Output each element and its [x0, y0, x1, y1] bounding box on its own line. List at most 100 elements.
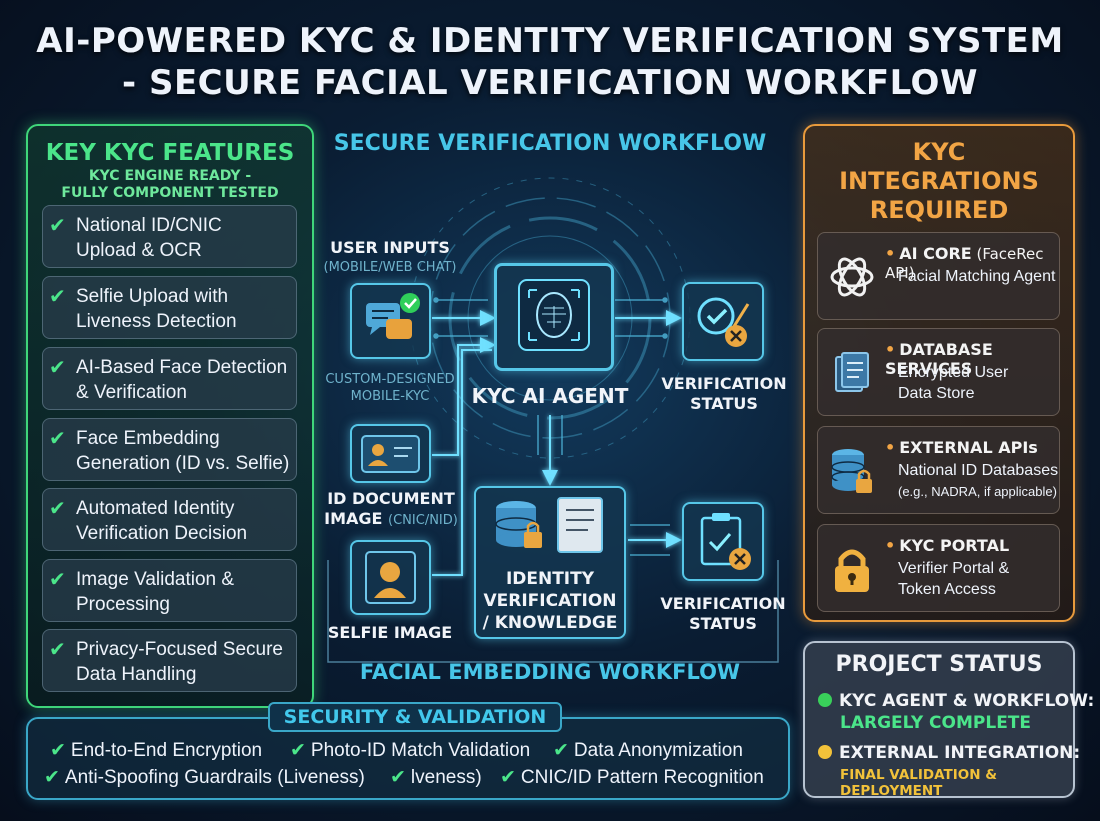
status-item-1-head-text: KYC AGENT & WORKFLOW:	[839, 691, 1095, 711]
kyc-ai-agent-label: KYC AI AGENT	[471, 384, 629, 408]
feature-line-1: AI-Based Face Detection	[76, 357, 288, 378]
feature-line-2: Verification Decision	[76, 523, 248, 544]
check-cross-status-icon	[697, 297, 750, 347]
integration-desc-1: Facial Matching Agent	[898, 268, 1056, 285]
security-item-text: lveness)	[410, 767, 482, 788]
security-item-text: CNIC/ID Pattern Recognition	[520, 767, 764, 788]
chat-bubble-icon	[366, 293, 420, 339]
title-line-2: - SECURE FACIAL VERIFICATION WORKFLOW	[122, 63, 978, 103]
status-item-2-head-text: EXTERNAL INTEGRATION:	[839, 743, 1081, 763]
feature-line-2: Data Handling	[76, 664, 197, 685]
subtitle-line-1: KYC ENGINE READY -	[88, 168, 252, 184]
security-item: ✔lveness)	[390, 766, 482, 789]
id-doc-line-1: ID DOCUMENT	[327, 489, 455, 508]
user-inputs-sub: (MOBILE/WEB CHAT)	[323, 260, 457, 275]
feature-line-2: Generation (ID vs. Selfie)	[76, 453, 290, 474]
security-item: ✔Data Anonymization	[553, 739, 743, 762]
check-icon: ✔	[390, 767, 406, 788]
integration-head-light: (FaceRec API)	[885, 245, 1044, 282]
page-title: AI-POWERED KYC & IDENTITY VERIFICATION S…	[0, 20, 1100, 104]
subtitle-line-2: FULLY COMPONENT TESTED	[61, 185, 279, 201]
id-doc-line-2: IMAGE	[324, 509, 389, 528]
verification-status-node-1	[682, 282, 764, 361]
selfie-label: SELFIE IMAGE	[327, 623, 453, 642]
integration-head: DATABASE SERVICES	[885, 340, 993, 378]
verification-status-1-line-2: STATUS	[690, 394, 758, 413]
key-features-subtitle: KYC ENGINE READY - FULLY COMPONENT TESTE…	[26, 168, 314, 202]
feature-line-1: Selfie Upload with	[76, 286, 229, 307]
user-inputs-label: USER INPUTS (MOBILE/WEB CHAT)	[320, 238, 460, 278]
identity-line-2: VERIFICATION	[483, 591, 617, 611]
chat-input-node	[350, 283, 431, 359]
security-item: ✔Photo-ID Match Validation	[290, 739, 530, 762]
check-icon: ✔	[49, 498, 66, 520]
security-item: ✔End-to-End Encryption	[50, 739, 262, 762]
padlock-icon	[835, 549, 869, 592]
green-status-dot	[818, 693, 832, 707]
check-icon: ✔	[49, 639, 66, 661]
status-item-2-head: EXTERNAL INTEGRATION:	[818, 743, 1080, 763]
clipboard-check-icon	[700, 513, 751, 570]
integrations-title-line-2: INTEGRATIONS	[839, 167, 1039, 195]
integrations-title-line-3: REQUIRED	[869, 196, 1009, 224]
id-card-icon	[361, 435, 420, 473]
title-line-1: AI-POWERED KYC & IDENTITY VERIFICATION S…	[36, 21, 1064, 61]
status-item-2-value: FINAL VALIDATION & DEPLOYMENT	[840, 767, 997, 799]
integration-desc-2: Token Access	[898, 581, 996, 598]
database-document-icon	[495, 497, 603, 553]
database-lock-icon	[831, 449, 872, 493]
integration-item-kyc-portal: •KYC PORTAL Verifier Portal &Token Acces…	[817, 524, 1060, 612]
check-icon: ✔	[500, 767, 516, 788]
security-item: ✔Anti-Spoofing Guardrails (Liveness)	[44, 766, 365, 789]
yellow-status-dot	[818, 745, 832, 759]
integration-item-ai-core: •AI CORE (FaceRec API) Facial Matching A…	[817, 232, 1060, 320]
check-icon: ✔	[553, 740, 569, 761]
openai-knot-icon	[830, 257, 874, 297]
id-doc-line-2-sub: (CNIC/NID)	[388, 513, 458, 528]
facial-workflow-title: FACIAL EMBEDDING WORKFLOW	[359, 660, 741, 684]
integration-desc-2: (e.g., NADRA, if applicable)	[898, 484, 1057, 499]
selfie-face-icon	[365, 551, 416, 604]
integrations-title: KYC INTEGRATIONS REQUIRED	[803, 138, 1075, 225]
security-item-text: Data Anonymization	[573, 740, 743, 761]
check-icon: ✔	[49, 215, 66, 237]
custom-mobile-kyc-label: CUSTOM-DESIGNED MOBILE-KYC	[320, 371, 460, 405]
feature-line-2: & Verification	[76, 382, 187, 403]
integration-item-external-apis: •EXTERNAL APIs National ID Databases(e.g…	[817, 426, 1060, 514]
id-document-label: ID DOCUMENT IMAGE (CNIC/NID)	[316, 489, 466, 531]
feature-line-1: Automated Identity	[76, 498, 235, 519]
verification-status-2-line-1: VERIFICATION	[660, 594, 786, 613]
custom-line-1: CUSTOM-DESIGNED	[325, 372, 455, 387]
project-status-panel	[803, 641, 1075, 798]
security-item-text: End-to-End Encryption	[70, 740, 263, 761]
check-icon: ✔	[49, 286, 66, 308]
status-item-1-value: LARGELY COMPLETE	[840, 713, 1032, 733]
verification-status-label-2: VERIFICATION STATUS	[655, 594, 791, 634]
integration-head: EXTERNAL APIs	[899, 438, 1038, 457]
custom-line-2: MOBILE-KYC	[350, 389, 430, 404]
integration-head: AI CORE	[899, 244, 972, 263]
check-icon: ✔	[50, 740, 66, 761]
integration-desc-1: Encrypted User	[898, 364, 1009, 381]
key-features-title: KEY KYC FEATURES	[45, 140, 295, 166]
workflow-bracket	[327, 560, 779, 663]
feature-item: ✔ AI-Based Face Detection & Verification	[42, 347, 297, 410]
feature-line-1: Privacy-Focused Secure	[76, 639, 283, 660]
identity-verification-label: IDENTITY VERIFICATION / KNOWLEDGE	[476, 568, 624, 634]
check-icon: ✔	[49, 357, 66, 379]
selfie-node	[350, 540, 431, 615]
security-item: ✔CNIC/ID Pattern Recognition	[500, 766, 764, 789]
feature-line-2: Upload & OCR	[76, 240, 202, 261]
check-icon: ✔	[49, 569, 66, 591]
verification-status-1-line-1: VERIFICATION	[661, 374, 787, 393]
verification-status-node-2	[682, 502, 764, 581]
integration-desc-2: Data Store	[898, 385, 975, 402]
identity-line-3: / KNOWLEDGE	[482, 613, 618, 633]
integrations-title-line-1: KYC	[912, 138, 966, 166]
security-item-text: Photo-ID Match Validation	[310, 740, 531, 761]
